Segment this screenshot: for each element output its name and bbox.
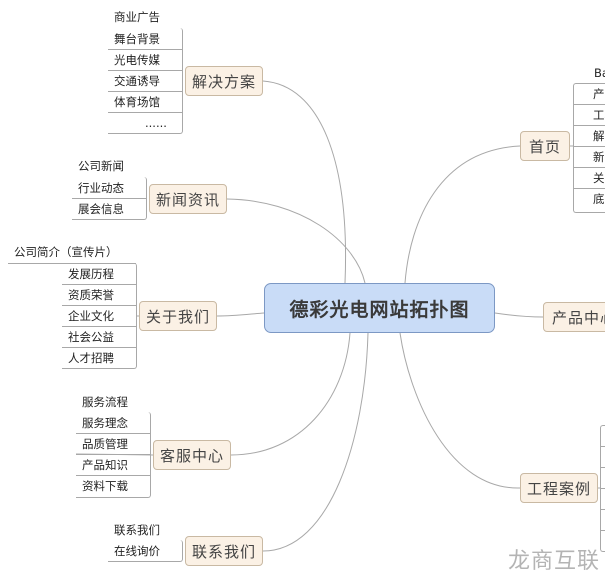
subtopic[interactable]: 产品中心: [573, 84, 605, 105]
link-contact: [262, 332, 369, 552]
subtopic[interactable]: ......: [145, 116, 167, 130]
cases-row-rule: [600, 509, 605, 510]
link-service: [230, 332, 351, 456]
subtopic[interactable]: 行业动态: [72, 178, 146, 199]
cases-row-rule: [600, 467, 605, 468]
subtopic[interactable]: 工程案例: [573, 105, 605, 126]
subtopic[interactable]: 展会信息: [78, 202, 124, 216]
subtopic[interactable]: 解决方案: [573, 126, 605, 147]
subtopic[interactable]: 关于我们: [573, 168, 605, 189]
subtopic[interactable]: 发展历程: [62, 264, 136, 285]
news-bracket: [72, 177, 147, 220]
subtopic[interactable]: 服务理念: [76, 413, 150, 434]
subtopic[interactable]: 资质荣誉: [62, 285, 136, 306]
topic-home[interactable]: 首页: [520, 131, 570, 161]
home-bracket: [573, 83, 605, 213]
cases-row-rule: [600, 488, 605, 489]
subtopic[interactable]: 资料下载: [82, 479, 128, 493]
about-rule: [8, 263, 136, 264]
link-cases: [399, 332, 521, 489]
subtopic[interactable]: 新闻资讯: [573, 147, 605, 168]
subtopic[interactable]: 品质管理: [76, 434, 150, 455]
subtopic[interactable]: Banner: [594, 66, 605, 80]
subtopic[interactable]: 人才招聘: [68, 351, 114, 365]
subtopic[interactable]: 舞台背景: [108, 29, 182, 50]
link-news: [226, 198, 366, 284]
link-products: [494, 312, 544, 318]
topic-solutions[interactable]: 解决方案: [185, 66, 263, 96]
cases-row-rule: [600, 530, 605, 531]
topic-about[interactable]: 关于我们: [139, 301, 217, 331]
subtopic[interactable]: 企业文化: [62, 306, 136, 327]
subtopic[interactable]: 底部信息: [593, 192, 605, 206]
subtopic[interactable]: 产品知识: [76, 455, 150, 476]
subtopic[interactable]: 体育场馆: [108, 92, 182, 113]
subtopic[interactable]: 在线询价: [114, 544, 160, 558]
subtopic[interactable]: 社会公益: [62, 327, 136, 348]
contact-bracket: [108, 540, 183, 562]
subtopic[interactable]: 商业广告: [114, 10, 160, 24]
solutions-bracket: [108, 28, 183, 134]
subtopic[interactable]: 服务流程: [82, 395, 128, 409]
link-about: [216, 312, 265, 317]
topic-service[interactable]: 客服中心: [153, 440, 231, 470]
subtopic[interactable]: 交通诱导: [108, 71, 182, 92]
watermark: 龙商互联: [508, 549, 601, 574]
topic-contact[interactable]: 联系我们: [185, 536, 263, 566]
cases-row-rule: [600, 446, 605, 447]
topic-cases[interactable]: 工程案例: [520, 473, 598, 503]
subtopic[interactable]: 联系我们: [114, 523, 160, 537]
link-home: [404, 145, 521, 284]
topic-products[interactable]: 产品中心: [543, 302, 605, 332]
link-solutions: [262, 80, 347, 284]
central-topic[interactable]: 德彩光电网站拓扑图: [264, 283, 495, 333]
topic-news[interactable]: 新闻资讯: [149, 184, 227, 214]
subtopic[interactable]: 光电传媒: [108, 50, 182, 71]
service-bracket: [76, 412, 151, 498]
subtopic[interactable]: 公司简介（宣传片）: [14, 245, 118, 259]
about-bracket: [62, 263, 137, 369]
subtopic[interactable]: 公司新闻: [78, 159, 124, 173]
